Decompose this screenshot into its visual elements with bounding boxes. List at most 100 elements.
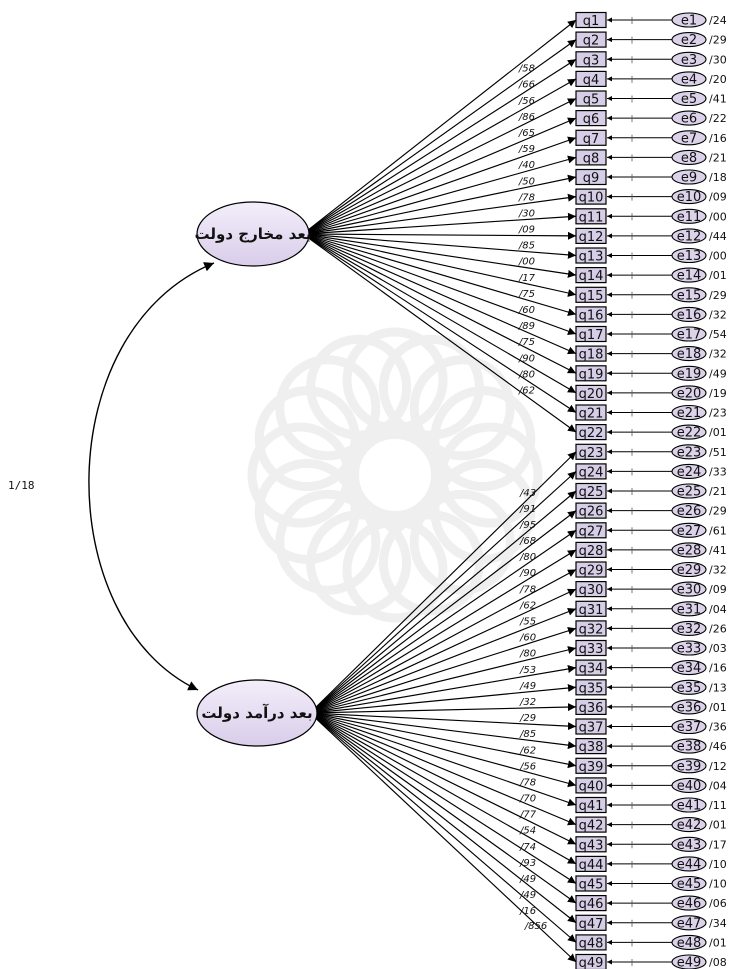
indicator-q37[interactable]: q37 [575,718,607,736]
error-e43[interactable]: e43/17 [671,836,727,853]
indicator-q10[interactable]: q10 [575,188,607,206]
indicator-q17[interactable]: q17 [575,325,607,344]
indicator-q49[interactable]: q49 [575,953,607,969]
error-e3[interactable]: e3/30 [671,51,727,68]
indicator-q8[interactable]: q8 [575,149,607,167]
indicator-q20[interactable]: q20 [575,384,607,402]
error-e39[interactable]: e39/12 [671,758,727,775]
indicator-q4[interactable]: q4 [575,70,607,88]
error-e38[interactable]: e38/46 [671,738,727,755]
indicator-q15[interactable]: q15 [575,286,607,304]
indicator-q12[interactable]: q12 [575,227,607,245]
error-e4[interactable]: e4/20 [671,71,727,88]
indicator-q43[interactable]: q43 [575,836,607,854]
indicator-q34[interactable]: q34 [575,659,607,677]
error-e18[interactable]: e18/32 [671,346,727,363]
error-e7[interactable]: e7/16 [671,130,727,147]
indicator-q18[interactable]: q18 [575,345,607,363]
indicator-q30[interactable]: q30 [575,580,607,599]
error-e11[interactable]: e11/00 [671,208,727,225]
indicator-q3[interactable]: q3 [575,51,607,69]
indicator-q9[interactable]: q9 [575,168,607,187]
error-e30[interactable]: e30/09 [671,581,727,598]
indicator-q48[interactable]: q48 [575,934,607,952]
indicator-q5[interactable]: q5 [575,90,607,108]
error-e13[interactable]: e13/00 [671,247,727,265]
factor-revenue[interactable]: بعد درآمد دولت [196,679,318,747]
error-e1[interactable]: e1/24 [671,12,727,29]
error-e41[interactable]: e41/11 [671,797,727,814]
error-e21[interactable]: e21/23 [671,404,727,422]
error-e19[interactable]: e19/49 [671,365,727,382]
error-e40[interactable]: e40/04 [671,777,727,794]
indicator-q40[interactable]: q40 [575,777,607,795]
indicator-q44[interactable]: q44 [575,855,607,873]
indicator-q39[interactable]: q39 [575,757,607,775]
indicator-q45[interactable]: q45 [575,875,607,893]
indicator-q6[interactable]: q6 [575,109,607,128]
error-e47[interactable]: e47/34 [671,915,727,932]
indicator-q13[interactable]: q13 [575,247,607,265]
indicator-q11[interactable]: q11 [575,208,607,226]
indicator-q33[interactable]: q33 [575,639,607,658]
error-e24[interactable]: e24/33 [671,463,727,480]
indicator-q41[interactable]: q41 [575,796,607,815]
error-e14[interactable]: e14/01 [671,267,727,284]
error-e48[interactable]: e48/01 [671,934,727,951]
indicator-q21[interactable]: q21 [575,404,607,422]
error-e31[interactable]: e31/04 [671,601,727,618]
indicator-q1[interactable]: q1 [575,11,607,30]
indicator-q7[interactable]: q7 [575,129,607,147]
indicator-q19[interactable]: q19 [575,365,607,383]
error-e28[interactable]: e28/41 [671,542,727,559]
indicator-q2[interactable]: q2 [575,31,607,49]
indicator-q29[interactable]: q29 [575,561,607,579]
error-e32[interactable]: e32/26 [671,620,727,637]
indicator-q46[interactable]: q46 [575,894,607,913]
error-e5[interactable]: e5/41 [671,90,727,108]
error-e33[interactable]: e33/03 [671,640,727,657]
indicator-q42[interactable]: q42 [575,816,607,834]
error-e23[interactable]: e23/51 [671,444,727,461]
indicator-q16[interactable]: q16 [575,306,607,324]
indicator-q28[interactable]: q28 [575,541,607,559]
error-e42[interactable]: e42/01 [671,817,727,834]
indicator-q36[interactable]: q36 [575,698,607,716]
error-e27[interactable]: e27/61 [671,522,727,539]
indicator-q31[interactable]: q31 [575,600,607,618]
error-e2[interactable]: e2/29 [671,32,727,49]
error-e25[interactable]: e25/21 [671,483,727,500]
error-e34[interactable]: e34/16 [671,660,727,677]
indicator-q24[interactable]: q24 [575,463,607,481]
error-e44[interactable]: e44/10 [671,856,727,873]
indicator-q35[interactable]: q35 [575,679,607,697]
error-e6[interactable]: e6/22 [671,110,727,127]
error-e36[interactable]: e36/01 [671,699,727,716]
indicator-q38[interactable]: q38 [575,737,607,756]
indicator-q25[interactable]: q25 [575,482,607,501]
error-e45[interactable]: e45/10 [671,875,727,893]
error-e49[interactable]: e49/08 [671,954,727,969]
error-e15[interactable]: e15/29 [671,287,727,304]
factor-expenditure[interactable]: بعد مخارج دولت [195,201,312,267]
error-e20[interactable]: e20/19 [671,385,727,402]
error-e46[interactable]: e46/06 [671,895,727,912]
indicator-q32[interactable]: q32 [575,620,607,638]
indicator-q47[interactable]: q47 [575,914,607,932]
indicator-q23[interactable]: q23 [575,443,607,461]
error-e12[interactable]: e12/44 [671,228,727,245]
indicator-q22[interactable]: q22 [575,424,607,442]
error-e26[interactable]: e26/29 [671,503,727,519]
error-e35[interactable]: e35/13 [671,679,727,696]
indicator-q14[interactable]: q14 [575,267,607,285]
error-e29[interactable]: e29/32 [671,561,727,579]
indicator-q27[interactable]: q27 [575,522,607,540]
indicator-q26[interactable]: q26 [575,502,607,520]
error-e10[interactable]: e10/09 [671,189,727,206]
error-e16[interactable]: e16/32 [671,306,727,323]
error-e9[interactable]: e9/18 [671,169,727,186]
error-e37[interactable]: e37/36 [671,718,727,736]
error-e8[interactable]: e8/21 [671,149,727,166]
error-e22[interactable]: e22/01 [671,424,727,441]
error-e17[interactable]: e17/54 [671,326,727,343]
